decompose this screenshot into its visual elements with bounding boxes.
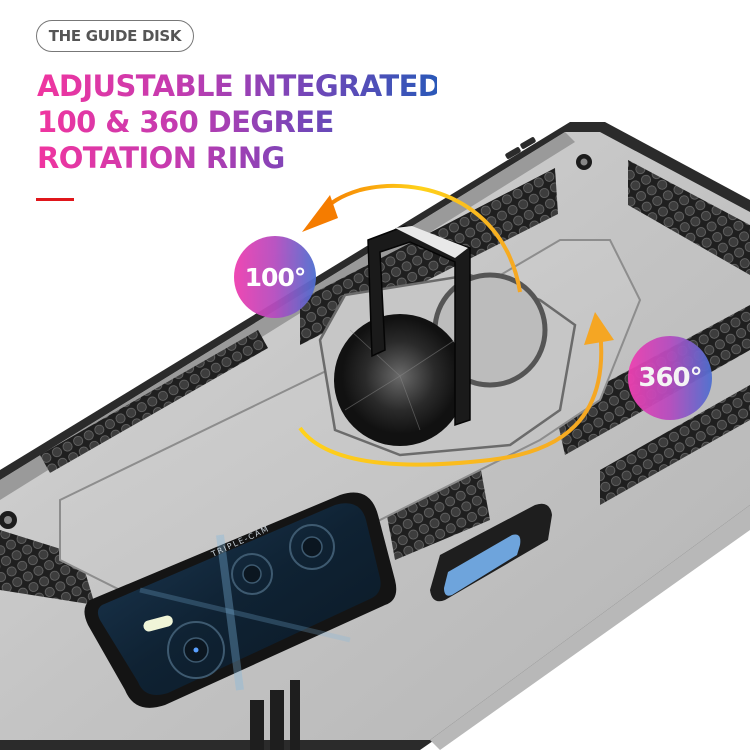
guide-disk-tag-label: THE GUIDE DISK: [48, 27, 182, 45]
headline-line-2: 100 & 360 DEGREE: [37, 104, 437, 140]
rotate-arrow: [298, 329, 604, 467]
badge-100-degree: 100°: [234, 236, 316, 318]
camera-flash: [143, 615, 173, 632]
tilt-arrow: [320, 183, 522, 293]
camera-lens-1: [289, 524, 335, 570]
grip-strip-upper: [40, 330, 268, 473]
headline: ADJUSTABLE INTEGRATED 100 & 360 DEGREE R…: [37, 68, 442, 176]
guide-disk-tag: THE GUIDE DISK: [36, 20, 194, 52]
camera-lens-2: [231, 553, 273, 595]
camera-lens-3: [167, 621, 225, 679]
badge-360-degree: 360°: [628, 336, 712, 420]
badge-100-label: 100°: [244, 262, 307, 292]
grip-strip-top-right: [628, 160, 750, 275]
headline-line-3: ROTATION RING: [37, 140, 437, 176]
accent-divider: [36, 198, 74, 201]
side-button: [444, 534, 521, 596]
headline-line-1: ADJUSTABLE INTEGRATED: [37, 69, 442, 103]
grip-strip-lower: [385, 465, 490, 560]
badge-360-label: 360°: [638, 363, 702, 393]
